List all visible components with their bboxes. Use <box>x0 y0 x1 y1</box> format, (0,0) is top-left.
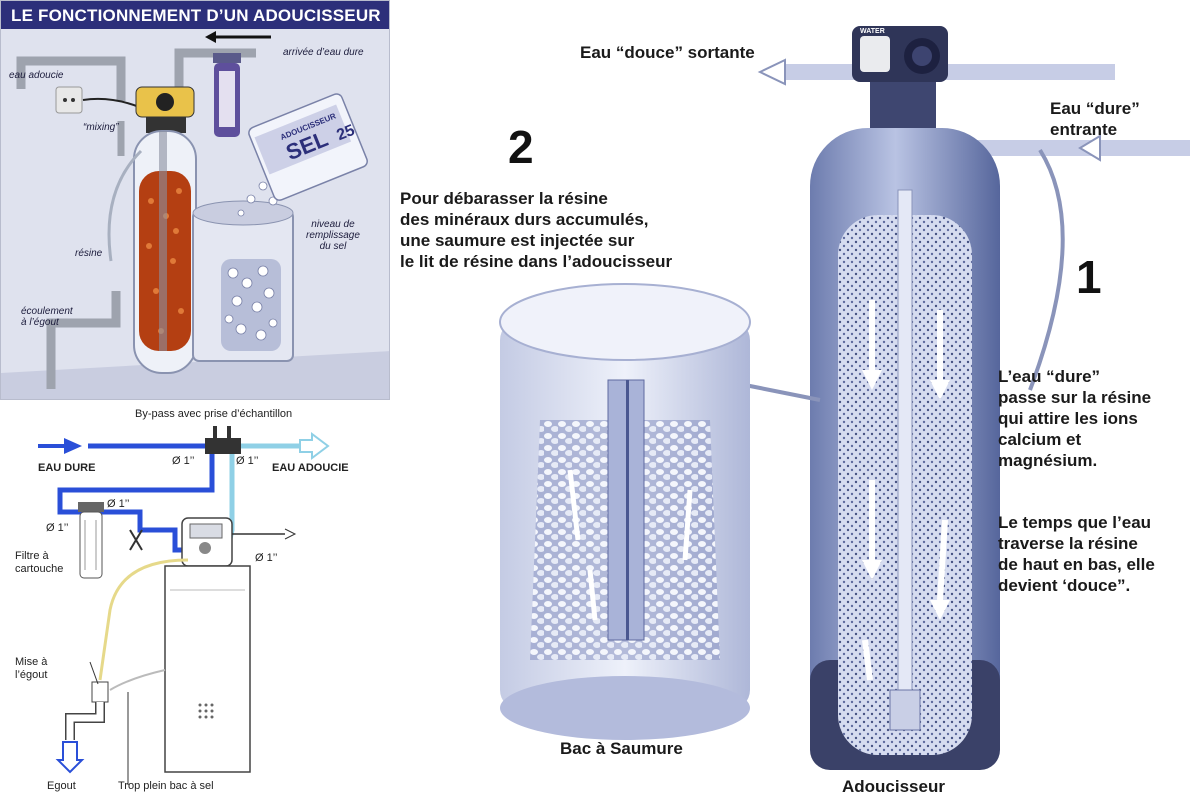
filter-cartridge <box>219 71 235 127</box>
outlet-arrow <box>757 58 786 86</box>
riser-tube <box>159 131 167 351</box>
label-eau-douce: Eau “douce” sortante <box>580 43 755 62</box>
overflow-hose <box>109 669 166 691</box>
label-bac-saumure: Bac à Saumure <box>560 739 683 758</box>
sample-tap <box>129 529 143 551</box>
diagram-title: LE FONCTIONNEMENT D’UN ADOUCISSEUR <box>11 6 381 25</box>
installation-schematic <box>38 426 330 785</box>
label-mise-egout: Mise à l’égout <box>15 656 48 681</box>
arrival-arrow-head <box>205 31 216 43</box>
step-2-number: 2 <box>508 121 534 173</box>
label-diam-4: Ø 1’’ <box>46 522 69 534</box>
softener-illustration <box>1 31 389 399</box>
valve-dial <box>156 93 174 111</box>
regeneration-cutaway <box>499 26 1190 770</box>
soft-water-pipe <box>16 56 126 101</box>
valve-brand: WATER <box>860 28 885 35</box>
brine-tank-base <box>500 676 750 740</box>
egout-arrow <box>55 741 85 774</box>
power-cord <box>82 97 140 108</box>
title-bar: LE FONCTIONNEMENT D’UN ADOUCISSEUR <box>1 1 389 29</box>
label-bypass: By-pass avec prise d’échantillon <box>135 408 293 420</box>
label-niveau-sel: niveau de remplissage du sel <box>306 219 360 252</box>
brine-flow-arrows <box>567 469 693 621</box>
floor <box>1 351 389 399</box>
label-filtre: Filtre à cartouche <box>15 550 64 575</box>
valve-base <box>146 117 186 133</box>
filter-feed-pipe <box>57 454 215 515</box>
label-eau-adoucie: EAU ADOUCIE <box>272 462 349 474</box>
brine-tank-lid <box>499 283 751 361</box>
label-eau-adoucie: eau adoucie <box>9 70 64 81</box>
bypass-valve <box>205 438 241 454</box>
riser-tube <box>897 189 913 711</box>
distributor <box>889 689 921 731</box>
label-eau-dure: EAU DURE <box>38 462 96 474</box>
softener-feed-pipe <box>100 509 188 553</box>
eau-adoucie-arrow <box>299 432 330 460</box>
label-arrivee-eau-dure: arrivée d’eau dure <box>283 47 364 58</box>
regeneration-cutaway-panel: 2 Pour débarasser la résine des minéraux… <box>390 0 1200 800</box>
step-1-text-a: L’eau “dure” passe sur la résine qui att… <box>998 367 1152 470</box>
label-diam-3: Ø 1’’ <box>107 498 130 510</box>
label-diam-5: Ø 1’’ <box>255 552 278 564</box>
label-mixing: “mixing” <box>83 122 119 133</box>
filter-body <box>79 511 103 579</box>
siphon <box>91 681 109 703</box>
drain-pipe <box>46 291 121 389</box>
brine-line <box>107 149 143 262</box>
cabinet-vents <box>198 703 214 719</box>
eau-dure-arrow <box>38 438 82 454</box>
filter-head <box>213 53 241 63</box>
brine-line <box>744 383 821 402</box>
label-resine: résine <box>75 248 103 259</box>
step-2-text: Pour débarasser la résine des minéraux d… <box>400 189 673 271</box>
label-egout: Egout <box>47 780 76 792</box>
step-1-text-b: Le temps que l’eau traverse la résine de… <box>998 513 1155 595</box>
label-ecoulement: écoulement à l’égout <box>21 306 73 328</box>
softener-cabinet <box>164 565 251 773</box>
filter-head <box>78 502 104 512</box>
label-adoucisseur: Adoucisseur <box>842 777 945 796</box>
label-eau-dure: Eau “dure” entrante <box>1050 99 1140 139</box>
label-diam-1: Ø 1’’ <box>172 455 195 467</box>
drain-hose <box>98 558 189 681</box>
step-1-number: 1 <box>1076 251 1102 303</box>
label-trop-plein: Trop plein bac à sel <box>118 780 214 792</box>
flow-arrowheads <box>862 370 950 620</box>
salt-bag <box>248 93 368 201</box>
inlet-arrow <box>1078 134 1101 162</box>
valve-body <box>870 82 936 130</box>
salt-pellets <box>224 265 278 341</box>
label-diam-2: Ø 1’’ <box>236 455 259 467</box>
flow-arrows-down <box>862 300 948 681</box>
electrical-outlet <box>55 86 83 114</box>
installation-schematic-panel: By-pass avec prise d’échantillon EAU DUR… <box>0 400 390 800</box>
softener-illustration-panel: LE FONCTIONNEMENT D’UN ADOUCISSEUR arriv… <box>0 0 390 400</box>
bypass-line <box>1028 148 1065 391</box>
